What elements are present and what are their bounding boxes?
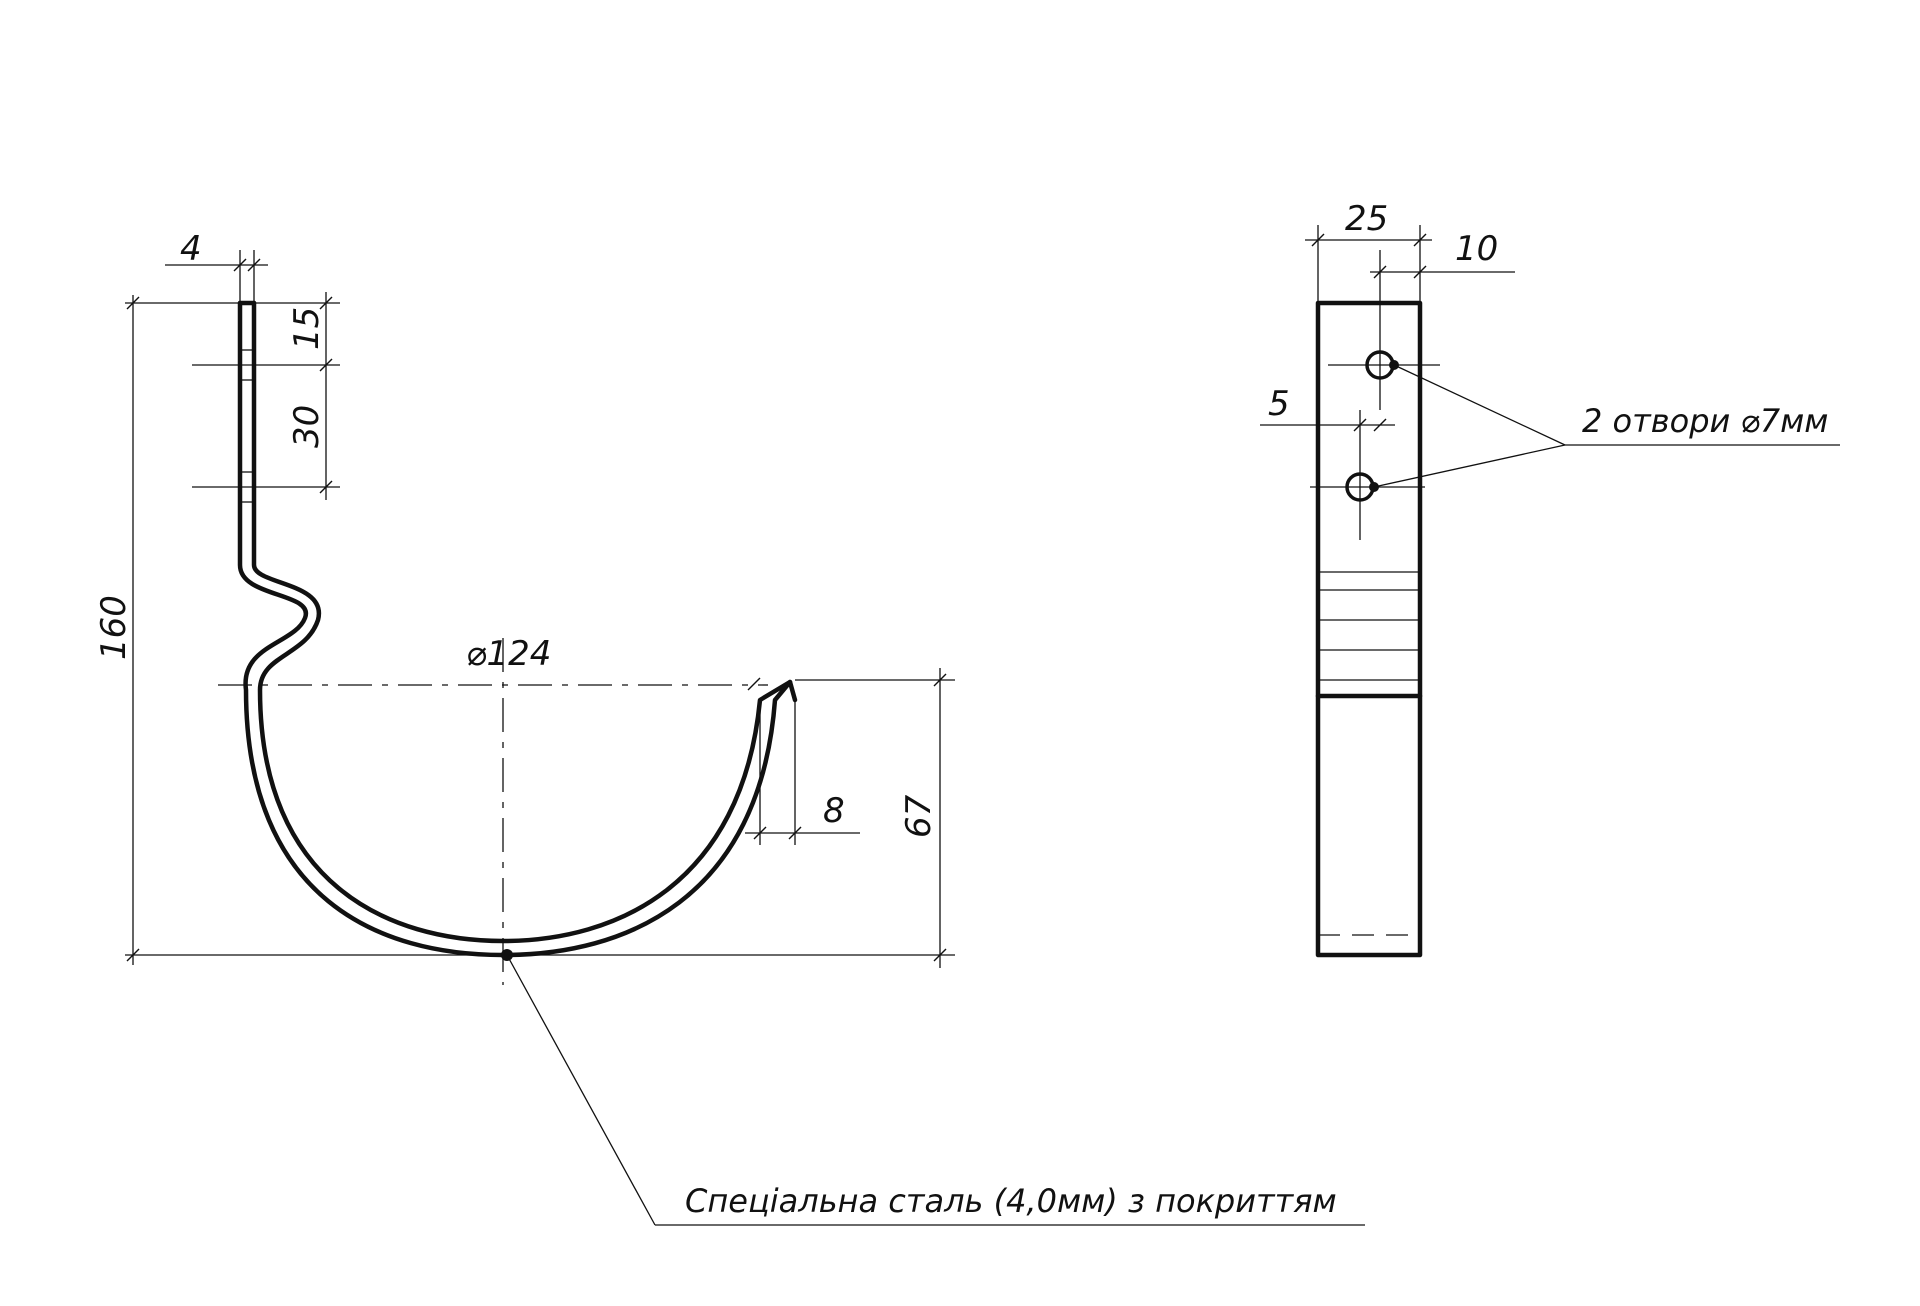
dim-lip-height: 8 <box>823 791 845 831</box>
strap-outline <box>1315 300 1423 958</box>
dim-hole-stagger: 5 <box>1268 384 1290 424</box>
front-view-dimensions: 25 10 5 <box>1260 199 1515 432</box>
dim-hole-offset: 15 <box>287 307 327 350</box>
side-view <box>218 300 798 985</box>
dim-depth: 67 <box>899 794 939 838</box>
material-note: Спеціальна сталь (4,0мм) з покриттям <box>685 1182 1337 1220</box>
holes-leader: 2 отвори ⌀7мм <box>1373 364 1840 488</box>
dim-strap-width: 25 <box>1345 199 1388 239</box>
bracket-profile-inner <box>251 300 793 944</box>
material-leader: Спеціальна сталь (4,0мм) з покриттям <box>506 954 1365 1226</box>
bracket-profile-outer <box>237 300 798 958</box>
dim-total-height: 160 <box>94 595 134 660</box>
dim-diameter: ⌀124 <box>466 634 551 674</box>
dim-hole-axis-offset: 10 <box>1455 229 1498 269</box>
holes-note: 2 отвори ⌀7мм <box>1582 402 1828 440</box>
front-view <box>1310 250 1440 958</box>
dim-thickness: 4 <box>180 229 202 269</box>
dim-hole-spacing: 30 <box>287 405 327 448</box>
side-view-dimensions: 4 160 15 30 ⌀124 8 67 <box>94 229 955 968</box>
